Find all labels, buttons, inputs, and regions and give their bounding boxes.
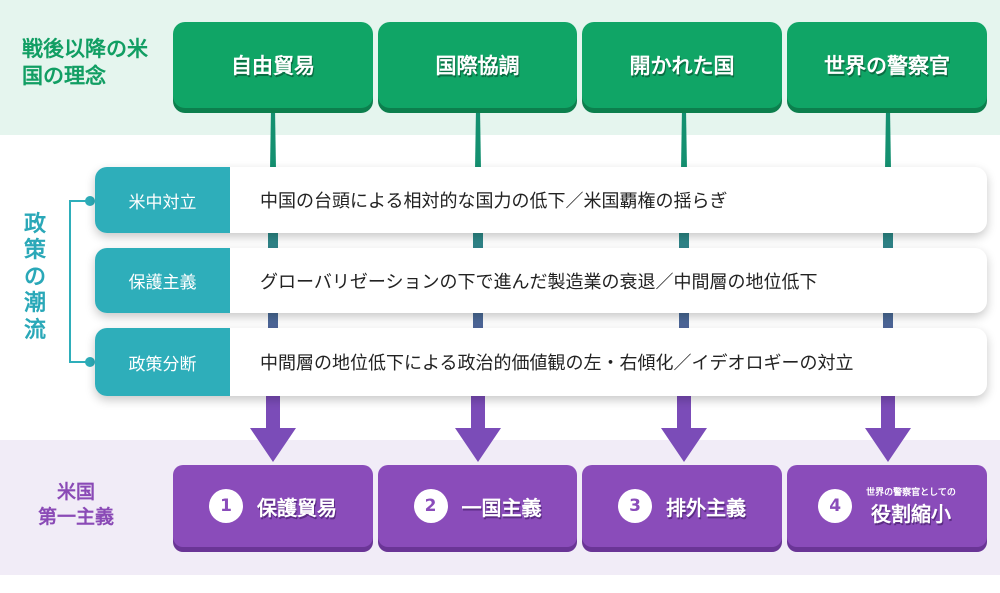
arrow-down-icon	[455, 396, 501, 462]
ideal-open-country: 開かれた国	[582, 22, 782, 108]
label-line: 第一主義	[38, 505, 115, 528]
number-badge: 4	[818, 489, 853, 523]
outcome-text: 保護貿易	[257, 495, 337, 520]
outcome-nativism: 3 排外主義	[582, 465, 782, 547]
number-badge: 1	[209, 489, 243, 523]
outcome-text: 一国主義	[461, 495, 542, 520]
trend-row: 保護主義 グローバリゼーションの下で進んだ製造業の衰退／中間層の地位低下	[95, 248, 987, 313]
label-line: 米国	[57, 481, 96, 503]
arrow-down-icon	[865, 396, 911, 462]
trend-text: 中国の台頭による相対的な国力の低下／米国覇権の揺らぎ	[260, 191, 728, 212]
connector-lines	[268, 108, 893, 400]
arrow-down-icon	[661, 396, 707, 462]
bracket	[69, 200, 92, 363]
outcome-unilateralism: 2 一国主義	[378, 465, 577, 547]
number-badge: 3	[618, 489, 652, 523]
outcome-role-reduction: 4 世界の警察官としての役割縮小	[787, 465, 987, 547]
trend-text: 中間層の地位低下による政治的価値観の左・右傾化／イデオロギーの対立	[260, 353, 854, 374]
america-first-label: 米国第一主義	[38, 480, 114, 529]
trend-label: 保護主義	[95, 248, 230, 313]
outcome-text: 排外主義	[666, 495, 746, 520]
arrow-down-icon	[250, 396, 296, 462]
ideal-world-police: 世界の警察官	[787, 22, 987, 108]
trends-label: 政策の潮流	[23, 212, 46, 343]
trend-row: 米中対立 中国の台頭による相対的な国力の低下／米国覇権の揺らぎ	[95, 167, 987, 233]
ideal-intl-cooperation: 国際協調	[378, 22, 577, 108]
ideals-label: 戦後以降の米国の理念	[22, 37, 148, 89]
trend-label: 米中対立	[95, 167, 230, 233]
number-badge: 2	[413, 489, 448, 523]
ideal-free-trade: 自由貿易	[173, 22, 373, 108]
trend-text: グローバリゼーションの下で進んだ製造業の衰退／中間層の地位低下	[260, 271, 818, 293]
arrows	[250, 396, 911, 462]
trend-label: 政策分断	[95, 328, 230, 396]
outcome-prefix: 世界の警察官としての	[866, 488, 956, 498]
trend-row: 政策分断 中間層の地位低下による政治的価値観の左・右傾化／イデオロギーの対立	[95, 328, 987, 396]
outcome-text: 役割縮小	[870, 502, 951, 526]
outcome-protectionism: 1 保護貿易	[173, 465, 373, 547]
